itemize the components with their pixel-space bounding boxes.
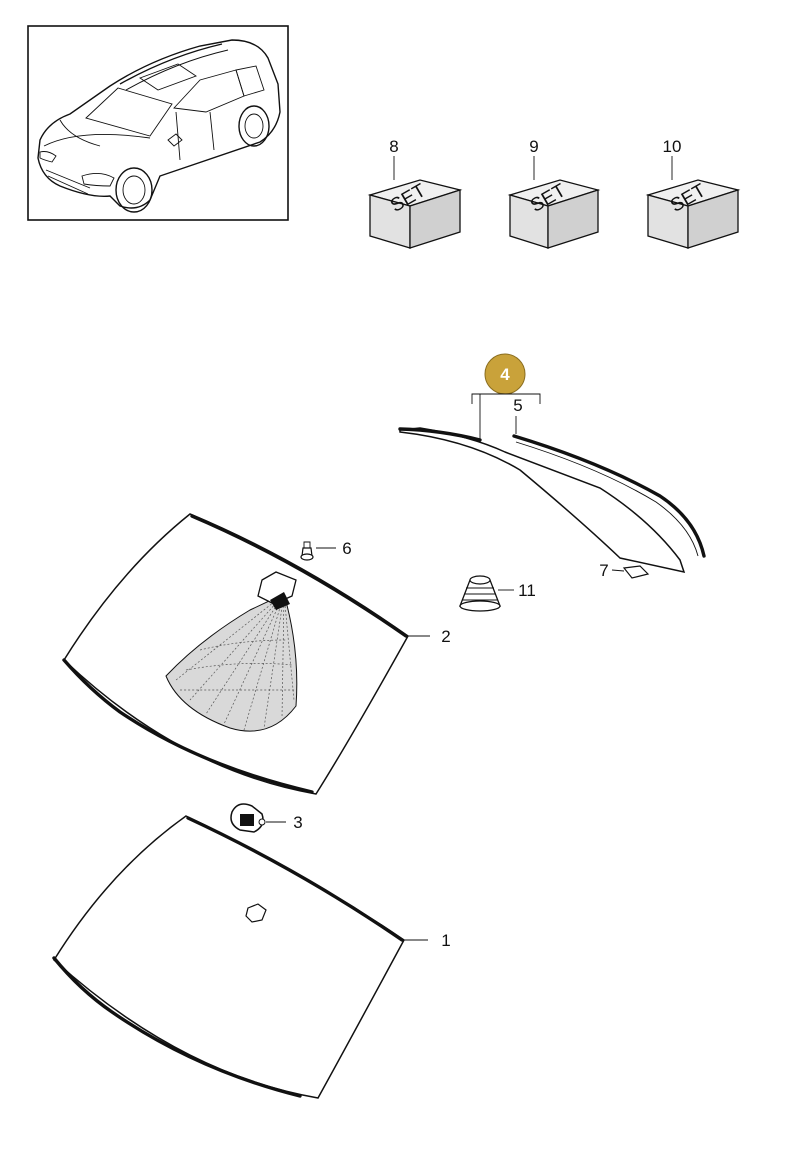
set-kit-10: 10 SET bbox=[645, 137, 741, 249]
windshield-with-sensor: 2 bbox=[62, 513, 451, 795]
rear-window-seal bbox=[512, 434, 706, 558]
windshield-part-1: 1 bbox=[52, 815, 451, 1099]
windshield-glass-1 bbox=[53, 815, 405, 1099]
grommet-part-11: 11 bbox=[459, 575, 536, 612]
set-kit-number: 8 bbox=[389, 137, 398, 156]
callout-6: 6 bbox=[342, 539, 351, 558]
set-kit-number: 9 bbox=[529, 137, 538, 156]
rain-sensor-field bbox=[165, 593, 298, 732]
rear-window-assembly: 4 5 7 bbox=[398, 353, 706, 580]
vehicle-thumbnail bbox=[27, 25, 289, 221]
suv-illustration bbox=[37, 39, 281, 213]
mirror-bracket-part-3: 3 bbox=[230, 803, 303, 833]
callout-4: 4 bbox=[500, 365, 510, 384]
callout-2: 2 bbox=[441, 627, 450, 646]
set-kit-9: 9 SET bbox=[507, 137, 601, 249]
rear-window-glass bbox=[399, 427, 686, 574]
callout-7: 7 bbox=[599, 561, 608, 580]
callout-3: 3 bbox=[293, 813, 302, 832]
screw-part-6: 6 bbox=[300, 539, 352, 561]
set-kit-8: 8 SET bbox=[367, 137, 463, 249]
set-kit-number: 10 bbox=[663, 137, 682, 156]
callout-11: 11 bbox=[518, 581, 536, 600]
rear-window-clip bbox=[622, 565, 650, 579]
callout-5: 5 bbox=[513, 396, 522, 415]
callout-1: 1 bbox=[441, 931, 450, 950]
